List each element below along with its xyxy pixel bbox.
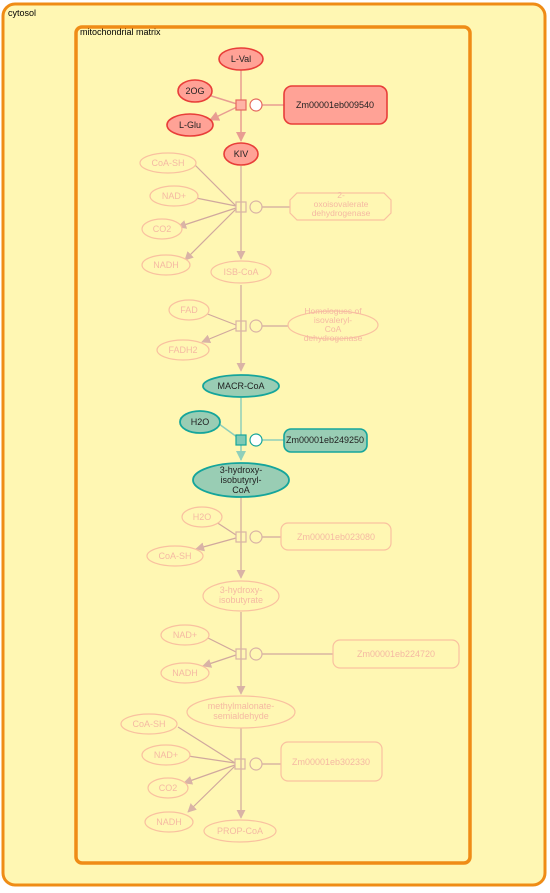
svg-text:KIV: KIV — [234, 149, 249, 159]
svg-text:Zm00001eb023080: Zm00001eb023080 — [297, 532, 375, 542]
metabolite-coa-sh-3[interactable]: CoA-SH — [120, 713, 178, 735]
reaction-node-5 — [235, 530, 263, 544]
metabolite-3-hydroxyisobutyrate[interactable]: 3-hydroxy- isobutyrate — [202, 580, 280, 612]
metabolite-co2-1[interactable]: CO2 — [141, 218, 183, 240]
svg-text:CoA: CoA — [325, 324, 342, 334]
svg-text:NAD+: NAD+ — [162, 191, 186, 201]
metabolite-fad[interactable]: FAD — [168, 299, 210, 321]
reaction-7-edges — [177, 726, 281, 819]
svg-text:methylmalonate-: methylmalonate- — [208, 701, 275, 711]
svg-text:ISB-CoA: ISB-CoA — [223, 267, 258, 277]
enzyme-2-oxoisovalerate-dehydrogenase[interactable]: 2- oxoisovalerate dehydrogenase — [289, 190, 392, 221]
svg-text:NADH: NADH — [156, 817, 182, 827]
metabolite-fadh2[interactable]: FADH2 — [156, 339, 210, 361]
metabolite-macr-coa[interactable]: MACR-CoA — [202, 374, 280, 398]
svg-text:dehydrogenase: dehydrogenase — [312, 208, 371, 218]
reaction-node-7 — [234, 757, 263, 771]
reaction-node-6 — [235, 647, 263, 661]
reaction-node-3 — [235, 319, 263, 333]
svg-text:NADH: NADH — [172, 668, 198, 678]
svg-text:CO2: CO2 — [153, 224, 172, 234]
enzyme-zm00001eb224720[interactable]: Zm00001eb224720 — [332, 639, 460, 669]
enzyme-zm00001eb302330[interactable]: Zm00001eb302330 — [280, 741, 383, 782]
metabolite-h2o-1[interactable]: H2O — [179, 410, 221, 434]
svg-text:L-Val: L-Val — [231, 54, 251, 64]
reaction-node-4 — [235, 433, 263, 447]
svg-text:L-Glu: L-Glu — [179, 120, 201, 130]
svg-text:Homologues of: Homologues of — [304, 306, 362, 316]
svg-text:Zm00001eb224720: Zm00001eb224720 — [357, 649, 435, 659]
svg-text:H2O: H2O — [193, 512, 212, 522]
matrix-label: mitochondrial matrix — [80, 27, 161, 37]
svg-text:Zm00001eb009540: Zm00001eb009540 — [296, 100, 374, 110]
metabolite-coa-sh-1[interactable]: CoA-SH — [139, 152, 197, 174]
metabolite-nadh-1[interactable]: NADH — [141, 254, 191, 276]
metabolite-kiv[interactable]: KIV — [223, 142, 259, 166]
metabolite-l-glu[interactable]: L-Glu — [166, 113, 214, 137]
svg-text:CoA-SH: CoA-SH — [158, 551, 191, 561]
enzyme-homologues-isovaleryl-coa-dehydrogenase[interactable]: Homologues of isovaleryl- CoA dehydrogen… — [287, 306, 379, 343]
svg-text:Zm00001eb249250: Zm00001eb249250 — [286, 435, 364, 445]
enzyme-zm00001eb023080[interactable]: Zm00001eb023080 — [280, 522, 392, 551]
reaction-2-edges — [177, 164, 290, 261]
metabolite-nad-2[interactable]: NAD+ — [160, 624, 210, 646]
metabolite-prop-coa[interactable]: PROP-CoA — [203, 819, 277, 843]
svg-text:isobutyryl-: isobutyryl- — [220, 475, 261, 485]
reaction-node-2 — [235, 200, 263, 214]
svg-text:NAD+: NAD+ — [154, 750, 178, 760]
metabolite-nad-3[interactable]: NAD+ — [141, 744, 191, 766]
svg-text:CoA-SH: CoA-SH — [151, 158, 184, 168]
svg-text:oxoisovalerate: oxoisovalerate — [314, 199, 369, 209]
metabolite-co2-2[interactable]: CO2 — [147, 777, 189, 799]
svg-text:CoA-SH: CoA-SH — [132, 719, 165, 729]
svg-text:dehydrogenase: dehydrogenase — [304, 333, 363, 343]
metabolite-coa-sh-2[interactable]: CoA-SH — [146, 545, 204, 567]
svg-text:NADH: NADH — [153, 260, 179, 270]
metabolite-nad-1[interactable]: NAD+ — [149, 185, 199, 207]
reaction-3-edges — [201, 285, 288, 372]
metabolite-isb-coa[interactable]: ISB-CoA — [210, 260, 272, 284]
svg-text:FADH2: FADH2 — [168, 345, 197, 355]
svg-text:isovaleryl-: isovaleryl- — [314, 315, 352, 325]
metabolite-methylmalonate-semialdehyde[interactable]: methylmalonate- semialdehyde — [186, 695, 296, 729]
metabolite-3-hydroxyisobutyryl-coa[interactable]: 3-hydroxy- isobutyryl- CoA — [192, 462, 290, 498]
svg-text:MACR-CoA: MACR-CoA — [217, 381, 264, 391]
svg-text:PROP-CoA: PROP-CoA — [217, 826, 263, 836]
metabolite-nadh-2[interactable]: NADH — [160, 662, 210, 684]
reaction-6-edges — [202, 612, 333, 695]
matrix-compartment — [74, 25, 472, 865]
svg-text:semialdehyde: semialdehyde — [213, 711, 269, 721]
metabolite-l-val[interactable]: L-Val — [218, 47, 264, 71]
svg-text:isobutyrate: isobutyrate — [219, 595, 263, 605]
svg-text:FAD: FAD — [180, 305, 198, 315]
svg-text:2OG: 2OG — [185, 86, 204, 96]
reaction-node-1 — [235, 98, 263, 112]
cytosol-label: cytosol — [8, 8, 36, 18]
reaction-4-edges — [218, 398, 284, 461]
svg-text:Zm00001eb302330: Zm00001eb302330 — [292, 757, 370, 767]
svg-text:3-hydroxy-: 3-hydroxy- — [220, 465, 263, 475]
svg-text:NAD+: NAD+ — [173, 630, 197, 640]
svg-text:2-: 2- — [337, 190, 345, 200]
metabolite-h2o-2[interactable]: H2O — [181, 506, 223, 528]
metabolite-2og[interactable]: 2OG — [177, 79, 213, 103]
svg-text:H2O: H2O — [191, 417, 210, 427]
enzyme-zm00001eb009540[interactable]: Zm00001eb009540 — [283, 85, 388, 125]
enzyme-zm00001eb249250[interactable]: Zm00001eb249250 — [283, 428, 368, 453]
svg-text:3-hydroxy-: 3-hydroxy- — [220, 585, 263, 595]
svg-text:CoA: CoA — [232, 485, 250, 495]
svg-text:CO2: CO2 — [159, 783, 178, 793]
metabolite-nadh-3[interactable]: NADH — [144, 811, 194, 833]
